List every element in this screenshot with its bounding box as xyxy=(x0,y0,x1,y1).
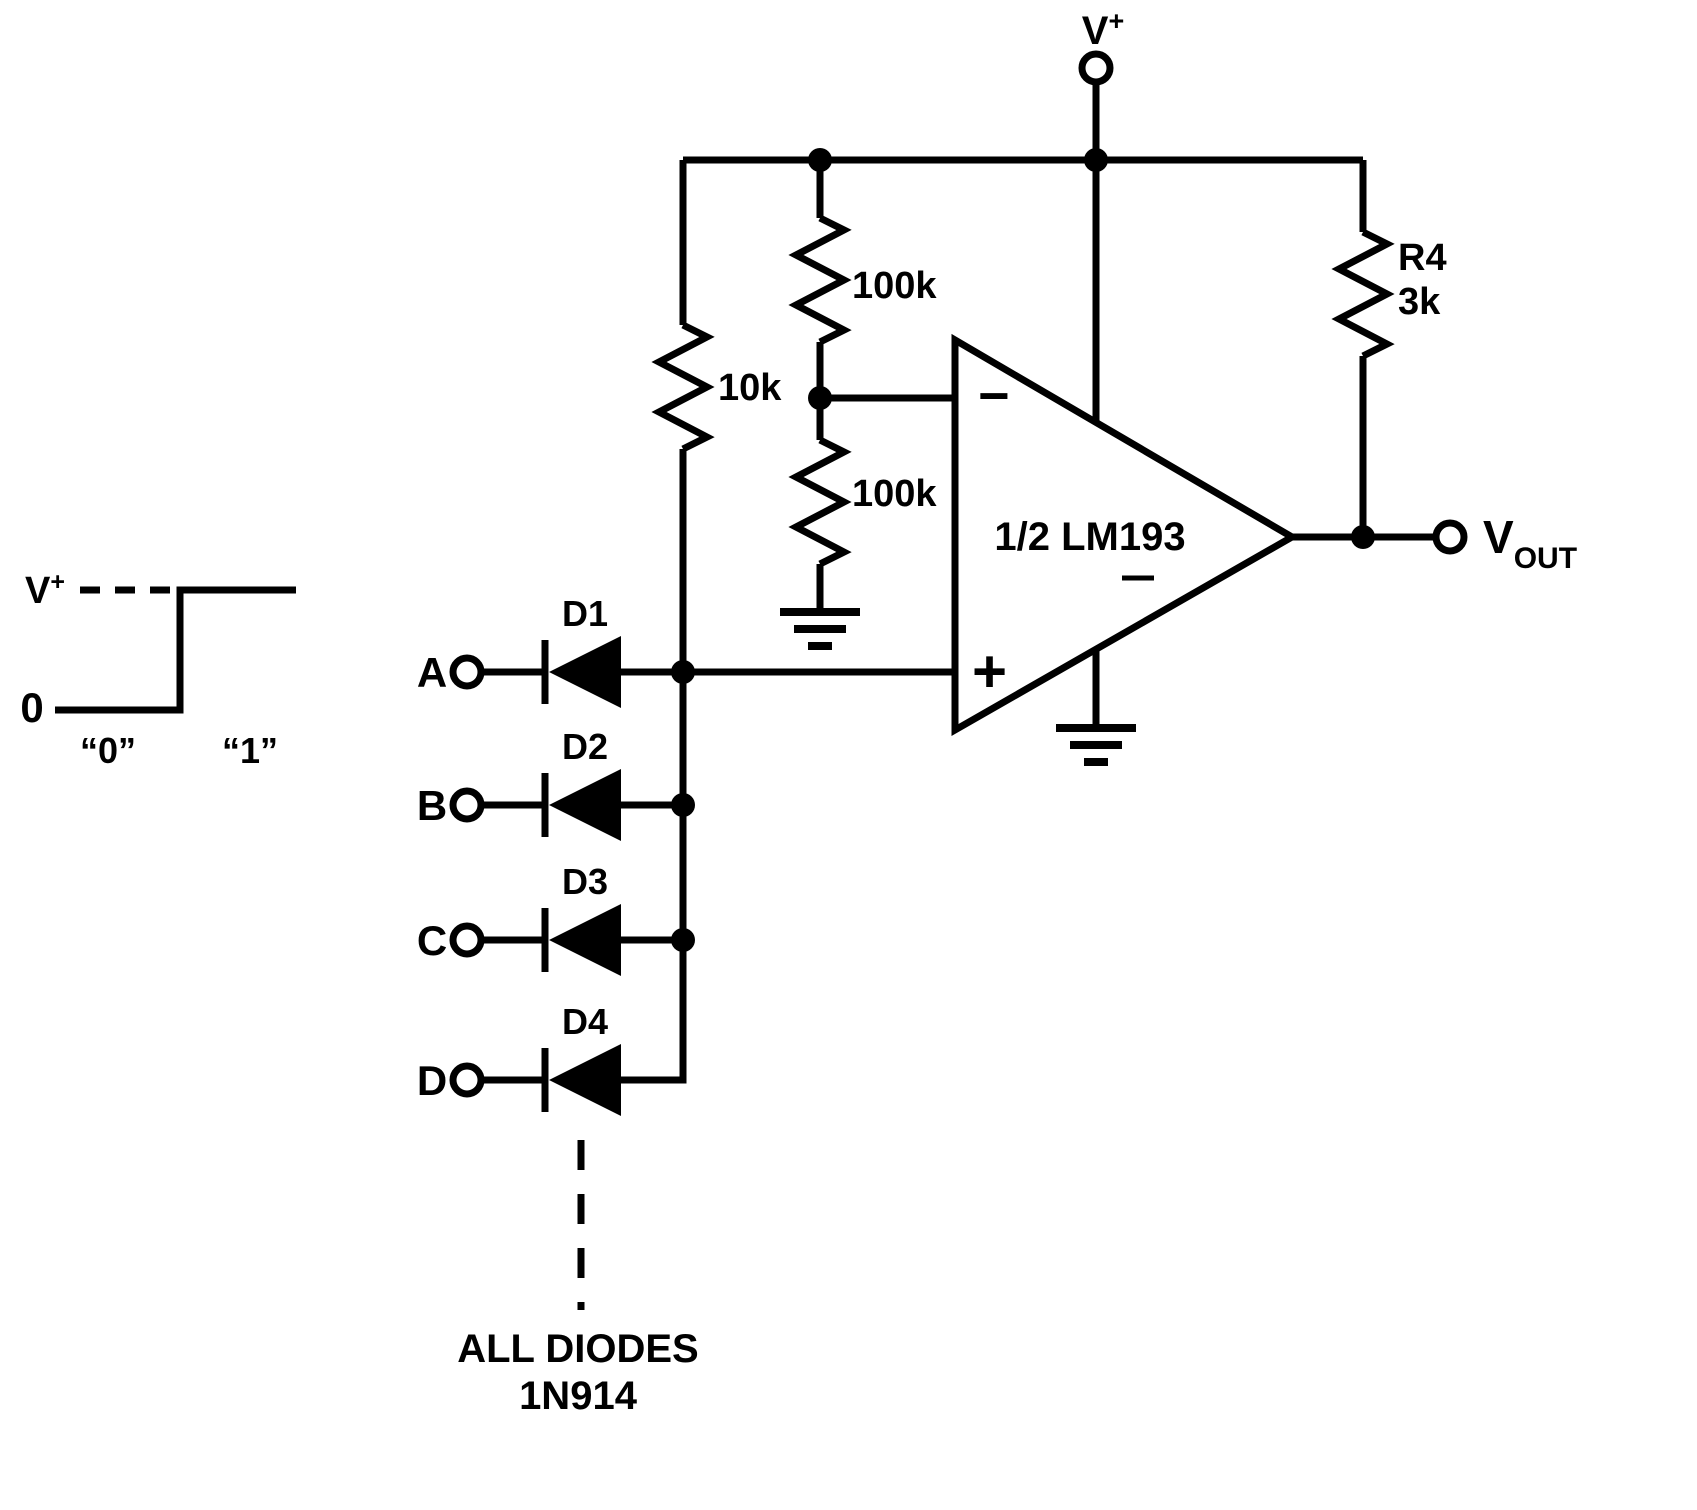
resistor-10k-label: 10k xyxy=(718,367,782,409)
waveform-low-state-label: “0” xyxy=(80,730,136,771)
diode-d4-label: D4 xyxy=(562,1001,608,1042)
comparator-triangle xyxy=(951,333,1299,737)
junction-dot xyxy=(1351,525,1375,549)
diode-d2-label: D2 xyxy=(562,726,608,767)
diode-d4-triangle xyxy=(549,1044,621,1116)
resistor-r4-value-label: 3k xyxy=(1398,281,1441,323)
input-row-d: D D4 xyxy=(417,1001,683,1116)
vplus-label: V+ xyxy=(1082,6,1124,53)
waveform-zero-label: 0 xyxy=(20,684,43,731)
waveform-vplus-label: V+ xyxy=(25,568,65,612)
diode-bus-wire xyxy=(621,449,687,1084)
input-a-label: A xyxy=(417,649,447,696)
diode-d3-triangle xyxy=(549,904,621,976)
input-b-label: B xyxy=(417,782,447,829)
vplus-terminal xyxy=(1078,50,1114,86)
resistor-100k-bottom xyxy=(788,436,852,568)
input-d-label: D xyxy=(417,1057,447,1104)
junction-dot xyxy=(808,386,832,410)
resistor-100k-bottom-label: 100k xyxy=(852,473,937,515)
resistor-r4-name-label: R4 xyxy=(1398,237,1447,279)
diode-d2-triangle xyxy=(549,769,621,841)
vout-terminal xyxy=(1432,519,1468,555)
diode-d1-label: D1 xyxy=(562,593,608,634)
resistor-100k-top xyxy=(788,214,852,346)
comparator-ground-symbol xyxy=(1056,724,1136,766)
input-waveform: V+ 0 “0” “1” xyxy=(20,568,296,771)
resistor-100k-top-label: 100k xyxy=(852,265,937,307)
junction-dot xyxy=(1084,148,1108,172)
input-b-terminal xyxy=(449,787,485,823)
noninverting-input-sign: + xyxy=(972,638,1007,705)
resistor-10k xyxy=(651,321,715,453)
diode-d1-triangle xyxy=(549,636,621,708)
resistor-r4 xyxy=(1331,228,1395,360)
input-a-terminal xyxy=(449,654,485,690)
divider-ground-symbol xyxy=(780,608,860,650)
waveform-high-state-label: “1” xyxy=(222,730,278,771)
vout-label: VOUT xyxy=(1483,511,1577,575)
junction-dot xyxy=(808,148,832,172)
inverting-input-sign: − xyxy=(978,366,1010,426)
input-d-terminal xyxy=(449,1062,485,1098)
comparator-label: 1/2 LM193 xyxy=(994,515,1185,559)
diode-d3-label: D3 xyxy=(562,861,608,902)
input-row-a: A D1 xyxy=(417,593,683,708)
input-c-label: C xyxy=(417,917,447,964)
input-c-terminal xyxy=(449,922,485,958)
note-line1: ALL DIODES xyxy=(457,1327,699,1371)
input-row-b: B D2 xyxy=(417,726,683,841)
note-line2: 1N914 xyxy=(519,1374,638,1418)
waveform-step-trace xyxy=(55,586,296,714)
input-row-c: C D3 xyxy=(417,861,683,976)
